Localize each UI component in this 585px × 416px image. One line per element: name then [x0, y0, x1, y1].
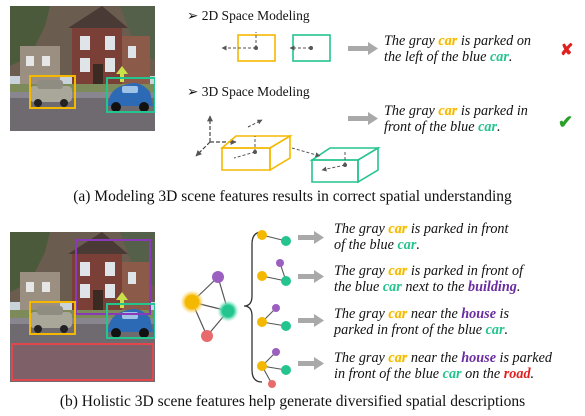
- caption-b: (b) Holistic 3D scene features help gene…: [59, 393, 526, 410]
- check-mark-icon: ✔: [558, 112, 574, 132]
- blue-car-bbox: [106, 77, 155, 113]
- blue-car-bbox: [106, 303, 155, 339]
- road-bbox: [11, 343, 154, 381]
- gray-car-bbox: [29, 301, 76, 335]
- cross-mark-icon: ✘: [560, 42, 574, 59]
- caption-a: (a) Modeling 3D scene features results i…: [73, 188, 512, 205]
- description-1: The gray car is parked in front of the b…: [334, 221, 509, 253]
- scene-photo-b: [10, 232, 155, 382]
- description-2: The gray car is parked in front of the b…: [334, 263, 524, 295]
- gray-car-bbox: [29, 75, 76, 109]
- sentence-2d: The gray car is parked on the left of th…: [384, 33, 532, 65]
- right-arrow-icon: [348, 42, 378, 55]
- right-arrow-icon: [298, 231, 324, 370]
- right-arrow-icon: [348, 112, 378, 125]
- bullet-arrow-icon: ➢: [187, 84, 199, 99]
- heading-3d: ➢ 3D Space Modeling: [187, 84, 310, 99]
- scene-photo-a: [10, 6, 155, 131]
- house-bbox: [75, 239, 151, 315]
- sentence-3d: The gray car is parked in front of the b…: [384, 103, 528, 135]
- bullet-arrow-icon: ➢: [187, 8, 199, 23]
- description-4: The gray car near the house is parked in…: [334, 350, 552, 382]
- description-3: The gray car near the house is parked in…: [334, 306, 510, 338]
- heading-2d: ➢ 2D Space Modeling: [187, 8, 310, 23]
